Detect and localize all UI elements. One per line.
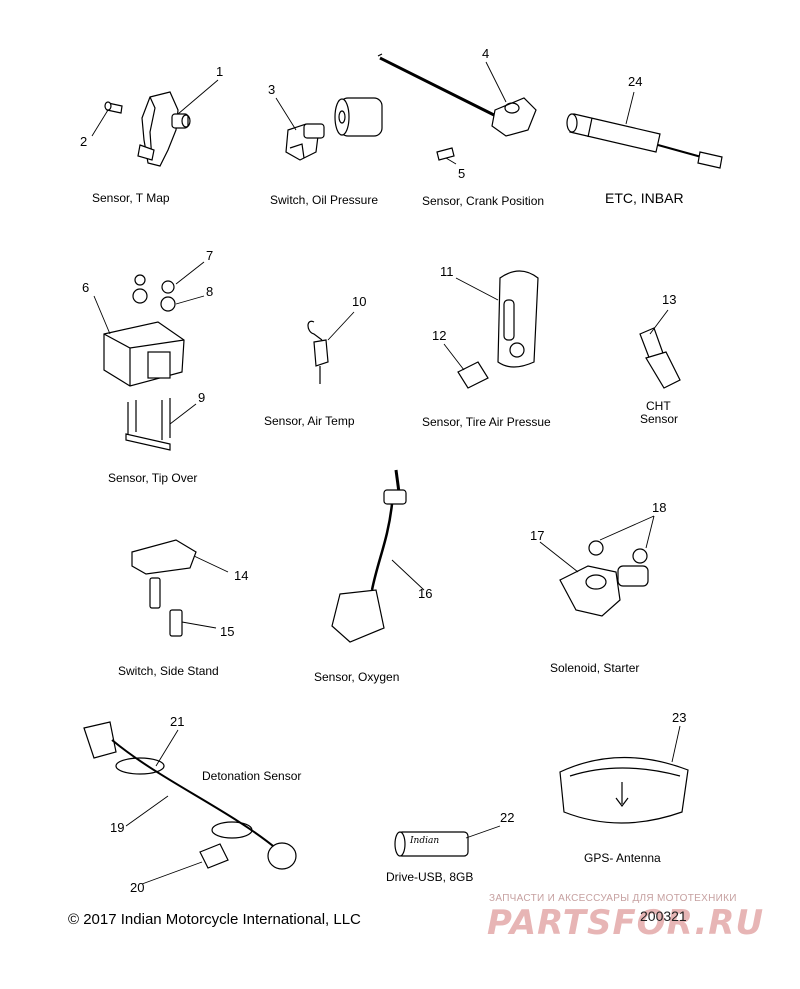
figure-id: 200321	[640, 908, 687, 924]
label-sensor-crank-position: Sensor, Crank Position	[422, 194, 545, 208]
callout-21: 21	[170, 714, 185, 729]
callout-12: 12	[432, 328, 447, 343]
label-sensor-tip-over: Sensor, Tip Over	[108, 471, 198, 485]
callout-6: 6	[82, 280, 90, 295]
label-switch-side-stand: Switch, Side Stand	[118, 664, 219, 678]
label-sensor-tire-air-pressure: Sensor, Tire Air Pressue	[422, 415, 551, 429]
label-gps-antenna: GPS- Antenna	[584, 851, 661, 865]
side-stand-switch-part	[131, 539, 197, 637]
callout-17: 17	[530, 528, 545, 543]
callout-5: 5	[458, 166, 466, 181]
callout-23: 23	[672, 710, 687, 725]
label-etc-inbar: ETC, INBAR	[605, 190, 684, 206]
oxygen-sensor-part	[331, 469, 407, 643]
tip-over-sensor-part	[103, 274, 185, 451]
starter-solenoid-part	[559, 540, 649, 617]
callout-13: 13	[662, 292, 677, 307]
callout-10: 10	[352, 294, 367, 309]
label-cht: CHT	[646, 399, 671, 413]
callout-7: 7	[206, 248, 214, 263]
t-map-sensor-part	[104, 91, 191, 167]
label-switch-oil-pressure: Switch, Oil Pressure	[270, 193, 379, 207]
callout-14: 14	[234, 568, 249, 583]
callout-15: 15	[220, 624, 235, 639]
usb-brand-logo: Indian	[410, 836, 440, 846]
callout-1: 1	[216, 64, 224, 79]
label-drive-usb: Drive-USB, 8GB	[386, 870, 474, 884]
callout-3: 3	[268, 82, 276, 97]
detonation-sensor-part	[83, 721, 297, 870]
label-sensor-oxygen: Sensor, Oxygen	[314, 670, 400, 684]
gps-antenna-part	[559, 756, 689, 824]
usb-drive-part	[394, 831, 469, 857]
callout-8: 8	[206, 284, 214, 299]
watermark-logo: PARTSFOR.RU	[487, 903, 765, 943]
label-sensor-air-temp: Sensor, Air Temp	[264, 414, 355, 428]
cht-sensor-part	[639, 327, 681, 389]
watermark-tagline: ЗАПЧАСТИ И АКСЕССУАРЫ ДЛЯ МОТОТЕХНИКИ	[489, 893, 737, 904]
crank-position-sensor-part	[377, 53, 537, 161]
callout-2: 2	[80, 134, 88, 149]
oil-pressure-switch-part	[285, 97, 383, 161]
callout-18: 18	[652, 500, 667, 515]
copyright-text: © 2017 Indian Motorcycle International, …	[68, 911, 361, 928]
callout-22: 22	[500, 810, 515, 825]
callout-19: 19	[110, 820, 125, 835]
callout-4: 4	[482, 46, 490, 61]
callout-20: 20	[130, 880, 145, 895]
callout-11: 11	[440, 264, 454, 279]
label-cht-sensor: Sensor	[640, 412, 679, 426]
label-solenoid-starter: Solenoid, Starter	[550, 661, 640, 675]
etc-inbar-part	[566, 113, 723, 169]
label-sensor-t-map: Sensor, T Map	[92, 191, 170, 205]
callout-16: 16	[418, 586, 433, 601]
callout-24: 24	[628, 74, 643, 89]
callout-leaders	[91, 61, 681, 885]
tire-pressure-sensor-part	[457, 270, 539, 389]
label-detonation-sensor: Detonation Sensor	[202, 769, 302, 783]
callout-9: 9	[198, 390, 206, 405]
air-temp-sensor-part	[307, 320, 329, 384]
